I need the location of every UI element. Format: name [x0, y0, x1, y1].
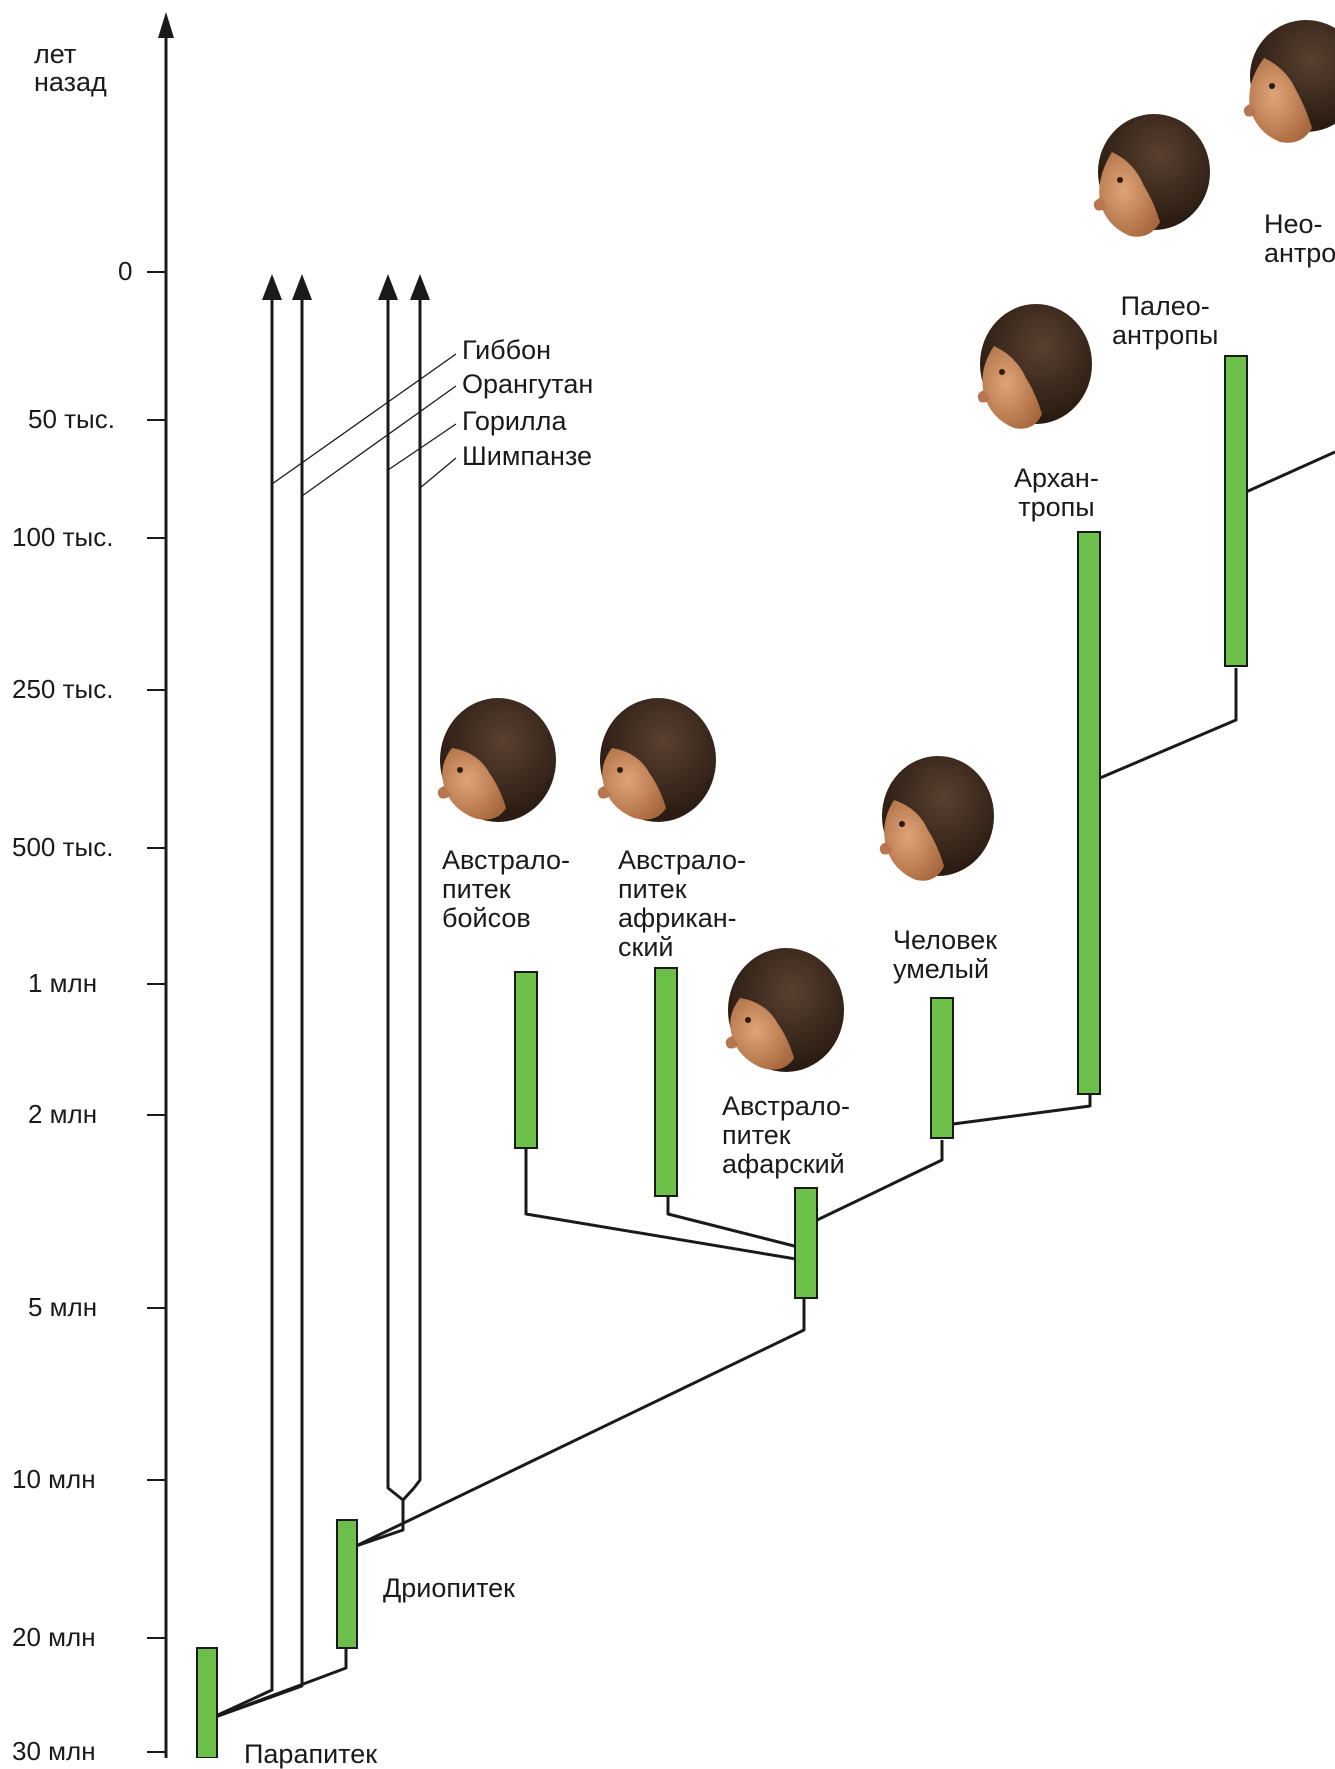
axis-title: лет назад: [34, 40, 107, 96]
leader-gibbon: [272, 354, 456, 484]
tick-label-0: 0: [118, 257, 132, 286]
bar-habilis: [931, 998, 953, 1138]
label-neoanthropes-line2: антропы: [1264, 239, 1335, 268]
label-boisei: Австрало- питек бойсов: [442, 846, 570, 933]
label-paleoanthropes: Палео- антропы: [1112, 292, 1218, 350]
head-neoanthropes: [1244, 20, 1335, 143]
tick-label-20m: 20 млн: [12, 1623, 96, 1652]
label-boisei-line3: бойсов: [442, 904, 570, 933]
tick-label-250k: 250 тыс.: [12, 675, 113, 704]
head-habilis: [880, 756, 994, 881]
label-gorilla: Горилла: [462, 407, 566, 436]
label-parapithecus: Парапитек: [244, 1740, 377, 1769]
label-afarensis-line2: питек: [722, 1121, 850, 1150]
tick-label-2m: 2 млн: [28, 1100, 97, 1129]
axis-title-line1: лет: [34, 40, 107, 68]
arrow-chimpanzee: [410, 274, 430, 300]
label-africanus: Австрало- питек африкан- ский: [618, 846, 746, 962]
head-paleoanthropes: [1094, 114, 1210, 237]
axis-tick-marks: [147, 272, 166, 1752]
label-africanus-line1: Австрало-: [618, 846, 746, 875]
branch-chimpanzee: [414, 290, 420, 1488]
label-habilis-line2: умелый: [893, 955, 997, 984]
label-afarensis-line1: Австрало-: [722, 1092, 850, 1121]
label-boisei-line1: Австрало-: [442, 846, 570, 875]
axis-title-line2: назад: [34, 68, 107, 96]
label-boisei-line2: питек: [442, 875, 570, 904]
label-habilis: Человек умелый: [893, 926, 997, 984]
label-dryopithecus: Дриопитек: [383, 1574, 515, 1603]
arrow-orangutan: [292, 274, 312, 300]
bar-afarensis: [795, 1188, 817, 1298]
tick-label-1m: 1 млн: [28, 969, 97, 998]
tick-label-100k: 100 тыс.: [12, 523, 113, 552]
ape-arrows: [262, 274, 430, 300]
branch-dryo-apes: [356, 1488, 414, 1546]
branch-gorilla: [388, 290, 403, 1500]
branch-neoanthropes: [1246, 452, 1335, 492]
head-afarensis: [726, 948, 844, 1072]
leader-orangutan: [302, 386, 456, 496]
branch-orangutan: [207, 290, 302, 1720]
label-neoanthropes: Нео- антропы: [1264, 210, 1335, 268]
label-chimpanzee: Шимпанзе: [462, 442, 592, 471]
head-archanthropes: [978, 304, 1092, 429]
label-orangutan: Орангутан: [462, 370, 593, 399]
label-paleoanthropes-line1: Палео-: [1112, 292, 1218, 321]
axis-arrow: [158, 12, 174, 38]
label-africanus-line4: ский: [618, 933, 746, 962]
arrow-gorilla: [378, 274, 398, 300]
bar-dryopithecus: [337, 1520, 357, 1648]
label-afarensis-line3: афарский: [722, 1150, 850, 1179]
time-axis: [147, 12, 174, 1758]
tick-label-5m: 5 млн: [28, 1293, 97, 1322]
tick-label-500k: 500 тыс.: [12, 833, 113, 862]
branch-paleoanthropes: [1100, 668, 1236, 778]
arrow-gibbon: [262, 274, 282, 300]
label-habilis-line1: Человек: [893, 926, 997, 955]
branch-gibbon: [207, 290, 272, 1720]
ape-leader-lines: [272, 354, 456, 496]
leader-gorilla: [388, 424, 456, 470]
tick-label-50k: 50 тыс.: [28, 405, 115, 434]
label-archanthropes-line2: тропы: [1014, 493, 1099, 522]
tick-label-10m: 10 млн: [12, 1465, 96, 1494]
bar-africanus: [655, 968, 677, 1196]
leader-chimpanzee: [420, 458, 456, 488]
taxon-bars: [197, 356, 1247, 1758]
bar-parapithecus: [197, 1648, 217, 1758]
branch-to-afarensis: [356, 1298, 804, 1546]
label-paleoanthropes-line2: антропы: [1112, 321, 1218, 350]
branch-archanthropes: [953, 1094, 1090, 1124]
label-africanus-line3: африкан-: [618, 904, 746, 933]
bar-archanthropes: [1078, 532, 1100, 1094]
head-boisei: [438, 698, 556, 822]
label-archanthropes-line1: Архан-: [1014, 464, 1099, 493]
label-africanus-line2: питек: [618, 875, 746, 904]
bar-paleoanthropes: [1225, 356, 1247, 666]
label-neoanthropes-line1: Нео-: [1264, 210, 1335, 239]
label-archanthropes: Архан- тропы: [1014, 464, 1099, 522]
head-africanus: [598, 698, 716, 822]
tick-label-30m: 30 млн: [12, 1737, 96, 1766]
bar-boisei: [515, 972, 537, 1148]
label-gibbon: Гиббон: [462, 336, 551, 365]
label-afarensis: Австрало- питек афарский: [722, 1092, 850, 1179]
